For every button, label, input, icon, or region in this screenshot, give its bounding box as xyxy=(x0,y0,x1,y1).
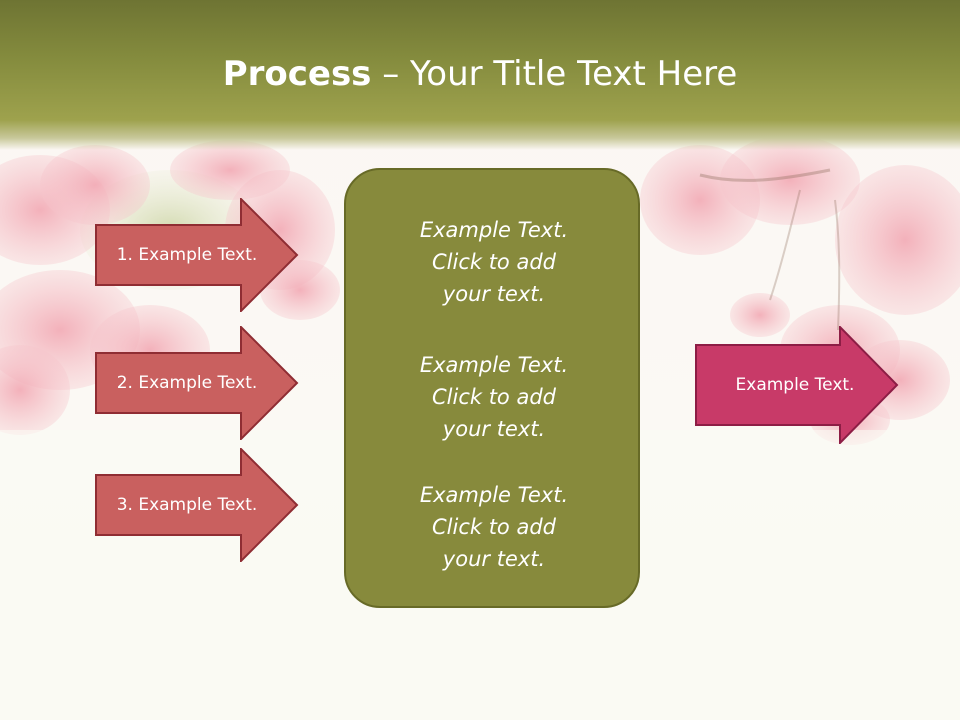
title-rest: – Your Title Text Here xyxy=(371,54,738,94)
step-2-label: 2. Example Text. xyxy=(116,373,258,393)
step-3-arrow[interactable]: 3. Example Text. xyxy=(95,448,299,562)
center-text-line: your text. xyxy=(442,417,546,441)
slide-title[interactable]: Process – Your Title Text Here xyxy=(0,52,960,96)
center-text-block-3: Example Text. Click to add your text. xyxy=(346,479,642,575)
center-text-line: Click to add xyxy=(431,385,556,409)
title-bold: Process xyxy=(222,54,372,94)
result-arrow[interactable]: Example Text. xyxy=(695,326,899,444)
center-text-line: your text. xyxy=(442,547,546,571)
center-text-line: Click to add xyxy=(431,250,556,274)
center-text-line: Click to add xyxy=(431,515,556,539)
center-text-block-1: Example Text. Click to add your text. xyxy=(346,214,642,310)
center-text-box[interactable]: Example Text. Click to add your text. Ex… xyxy=(344,168,640,608)
title-bar xyxy=(0,0,960,150)
center-text-line: Example Text. xyxy=(419,483,569,507)
center-text-line: Example Text. xyxy=(419,353,569,377)
step-1-label: 1. Example Text. xyxy=(116,245,258,265)
step-2-arrow[interactable]: 2. Example Text. xyxy=(95,326,299,440)
arrow-right-shape xyxy=(95,326,299,440)
arrow-right-shape xyxy=(95,198,299,312)
center-text-line: Example Text. xyxy=(419,218,569,242)
arrow-right-shape xyxy=(695,326,899,444)
result-label: Example Text. xyxy=(735,375,855,395)
center-text-block-2: Example Text. Click to add your text. xyxy=(346,349,642,445)
arrow-right-shape xyxy=(95,448,299,562)
step-3-label: 3. Example Text. xyxy=(116,495,258,515)
center-text-line: your text. xyxy=(442,282,546,306)
step-1-arrow[interactable]: 1. Example Text. xyxy=(95,198,299,312)
